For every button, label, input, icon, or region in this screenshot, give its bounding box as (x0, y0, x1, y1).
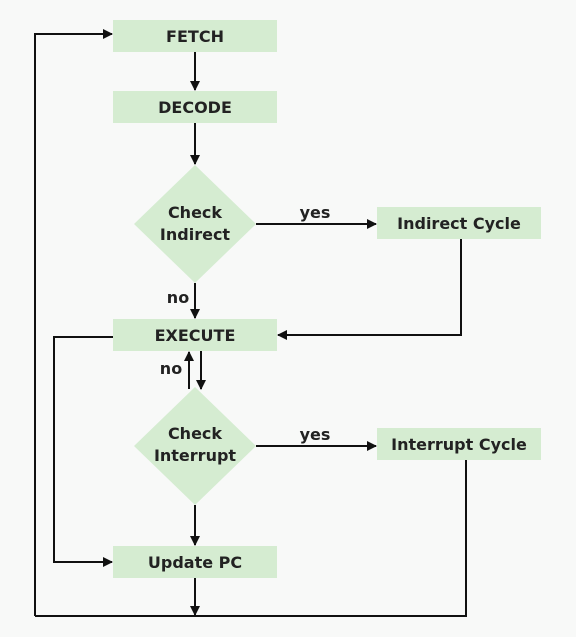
interrupt-no-label: no (160, 359, 182, 378)
arrow-loop-back-to-fetch (34, 29, 113, 616)
indirect-cycle-box (377, 207, 541, 239)
execute-label: EXECUTE (155, 326, 236, 345)
line-interrupt-cycle-return (35, 460, 467, 617)
indirect-yes-label: yes (300, 203, 331, 222)
check-indirect-diamond (134, 165, 256, 283)
interrupt-yes-label: yes (300, 425, 331, 444)
fetch-label: FETCH (166, 27, 224, 46)
indirect-cycle-label: Indirect Cycle (397, 214, 521, 233)
check-interrupt-diamond (134, 387, 256, 505)
check-indirect-label-line1: Check (168, 203, 222, 222)
decode-box (113, 91, 277, 123)
execute-box (113, 319, 277, 351)
interrupt-cycle-box (377, 428, 541, 460)
arrow-execute-to-update-pc (53, 336, 113, 567)
indirect-no-label: no (167, 288, 189, 307)
check-interrupt-label-line1: Check (168, 424, 222, 443)
fetch-box (113, 20, 277, 52)
arrow-indirect-cycle-to-execute (277, 239, 462, 340)
check-interrupt-label-line2: Interrupt (154, 446, 236, 465)
interrupt-cycle-label: Interrupt Cycle (391, 435, 527, 454)
update-pc-label: Update PC (148, 553, 242, 572)
check-indirect-label-line2: Indirect (160, 225, 231, 244)
update-pc-box (113, 546, 277, 578)
decode-label: DECODE (158, 98, 232, 117)
